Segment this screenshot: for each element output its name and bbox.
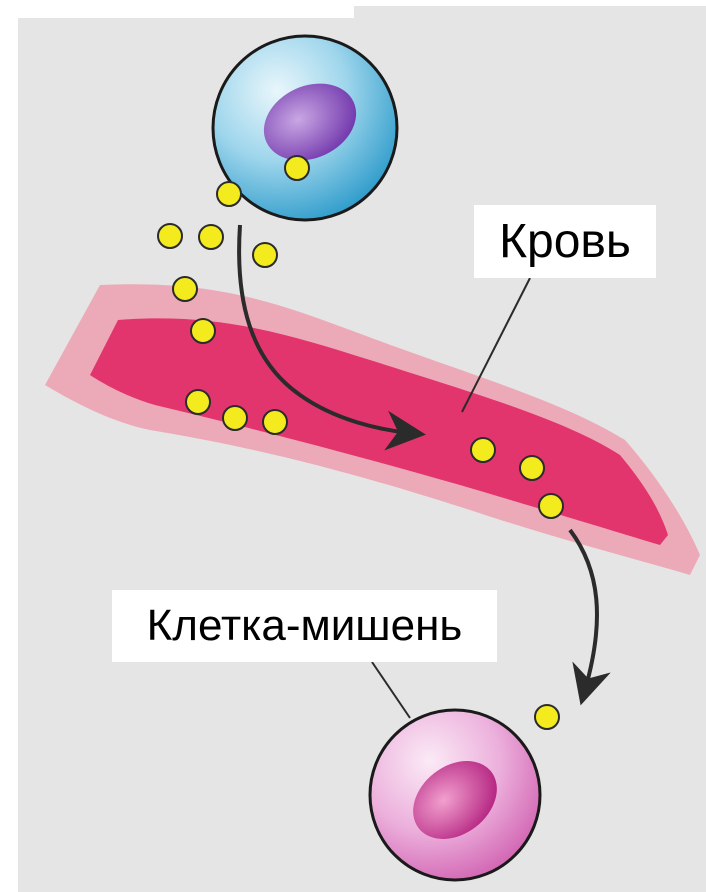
background-left-margin [0, 0, 18, 892]
hormone-molecule [199, 225, 223, 249]
hormone-molecule [263, 410, 287, 434]
hormone-molecule [285, 156, 309, 180]
hormone-molecule [520, 456, 544, 480]
background-notch [0, 0, 354, 18]
hormone-molecule [539, 494, 563, 518]
hormone-molecule [191, 319, 215, 343]
hormone-molecule [471, 438, 495, 462]
target-cell-label: Клетка-мишень [112, 590, 497, 662]
hormone-molecule [158, 224, 182, 248]
hormone-molecule [173, 277, 197, 301]
hormone-molecule [253, 243, 277, 267]
hormone-molecule [535, 705, 559, 729]
hormone-molecule [217, 182, 241, 206]
blood-label: Кровь [474, 205, 656, 278]
hormone-molecule [186, 390, 210, 414]
hormone-molecule [223, 406, 247, 430]
